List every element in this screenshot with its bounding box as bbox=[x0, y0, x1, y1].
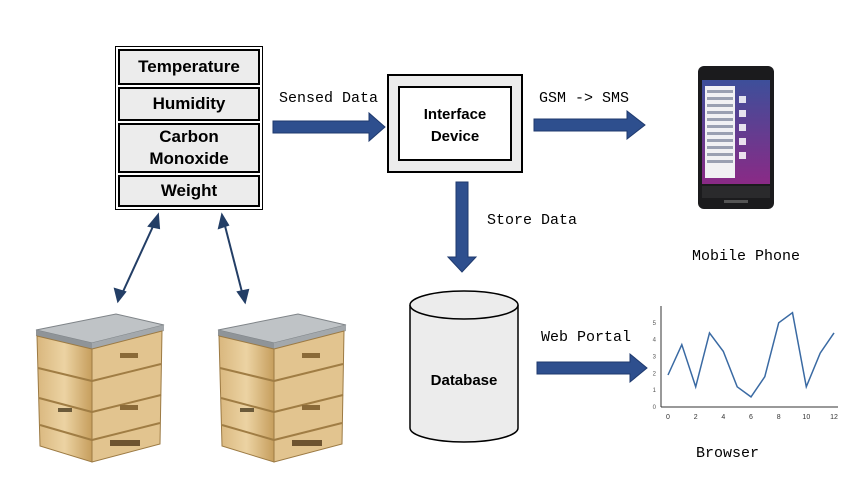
chart-series-line bbox=[667, 311, 835, 398]
sensor-weight-label: Weight bbox=[160, 181, 218, 200]
y-tick-label: 3 bbox=[653, 355, 657, 361]
sensor-humidity-label: Humidity bbox=[152, 94, 226, 113]
smartphone-image bbox=[698, 66, 774, 209]
x-tick-label: 2 bbox=[694, 414, 698, 421]
gsm-sms-label: GSM -> SMS bbox=[539, 90, 630, 107]
sensor-table: Temperature Humidity Carbon Monoxide Wei… bbox=[115, 46, 263, 210]
sensor-weight: Weight bbox=[118, 175, 260, 207]
sensor-carbon-monoxide-label: Carbon Monoxide bbox=[149, 127, 229, 168]
gsm-sms-arrow bbox=[533, 109, 646, 141]
sensor-hive-link-left bbox=[113, 212, 161, 304]
web-portal-arrow bbox=[536, 352, 648, 384]
y-tick-label: 5 bbox=[653, 321, 657, 327]
sensor-temperature-label: Temperature bbox=[138, 57, 240, 76]
database-cylinder bbox=[409, 290, 519, 443]
x-tick-label: 0 bbox=[666, 414, 670, 421]
sensor-temperature: Temperature bbox=[118, 49, 260, 85]
sensor-hive-link-right bbox=[217, 212, 250, 305]
sensor-carbon-monoxide: Carbon Monoxide bbox=[118, 123, 260, 173]
web-portal-label: Web Portal bbox=[541, 329, 632, 346]
x-tick-label: 12 bbox=[830, 414, 838, 421]
sensor-humidity: Humidity bbox=[118, 87, 260, 121]
browser-label: Browser bbox=[696, 445, 760, 462]
x-tick-label: 10 bbox=[802, 414, 810, 421]
x-tick-label: 8 bbox=[777, 414, 781, 421]
x-tick-label: 4 bbox=[721, 414, 725, 421]
y-tick-label: 1 bbox=[653, 388, 657, 394]
store-data-arrow bbox=[446, 181, 478, 273]
y-tick-label: 4 bbox=[653, 338, 657, 344]
x-tick-label: 6 bbox=[749, 414, 753, 421]
interface-device-inner bbox=[398, 86, 512, 161]
y-tick-label: 2 bbox=[653, 371, 657, 377]
beehive-left-image bbox=[35, 313, 165, 463]
beehive-right-image bbox=[217, 313, 347, 463]
sensed-data-arrow bbox=[272, 111, 386, 143]
sensed-data-label: Sensed Data bbox=[279, 90, 379, 107]
store-data-label: Store Data bbox=[487, 212, 578, 229]
mobile-phone-label: Mobile Phone bbox=[692, 248, 801, 265]
y-tick-label: 0 bbox=[653, 405, 657, 411]
interface-device-label: Interface Device bbox=[423, 106, 487, 145]
database-label: Database bbox=[430, 372, 498, 389]
